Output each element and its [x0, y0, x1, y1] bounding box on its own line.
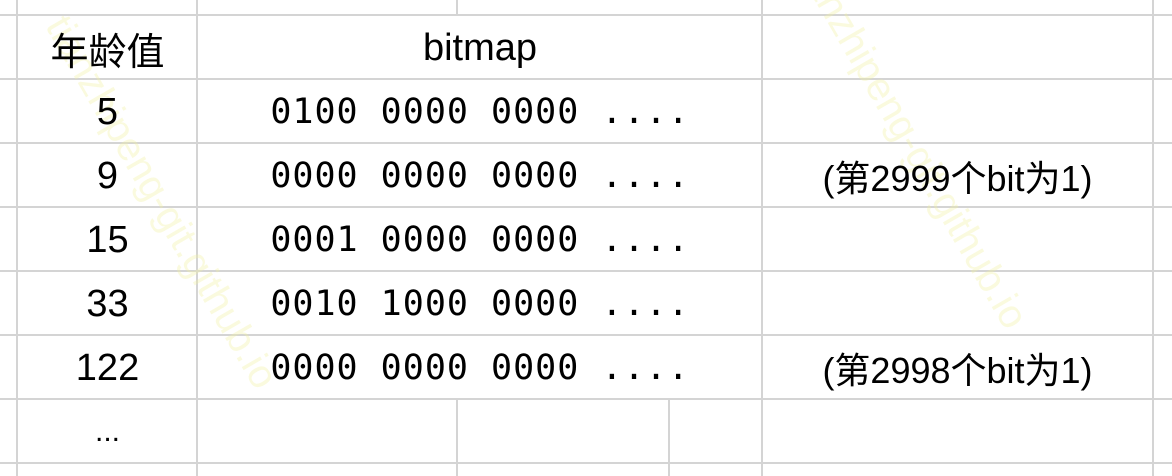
- grid-line: [456, 399, 458, 476]
- grid-line: [0, 334, 1172, 336]
- cell-bitmap[interactable]: 0100 0000 0000 ....: [270, 92, 690, 132]
- cell-bitmap[interactable]: 0000 0000 0000 ....: [270, 348, 690, 388]
- cell-age[interactable]: 15: [86, 218, 129, 261]
- grid-line: [196, 0, 198, 476]
- cell-age[interactable]: ...: [94, 415, 120, 448]
- grid-line: [0, 78, 1172, 80]
- grid-line: [456, 0, 458, 15]
- cell-bitmap[interactable]: 0010 1000 0000 ....: [270, 284, 690, 324]
- grid-line: [0, 14, 1172, 16]
- grid-line: [0, 142, 1172, 144]
- cell-age[interactable]: 9: [96, 154, 119, 197]
- header-age[interactable]: 年龄值: [50, 31, 165, 74]
- cell-age[interactable]: 5: [96, 90, 119, 133]
- cell-age[interactable]: 33: [86, 282, 129, 325]
- grid-line: [761, 0, 763, 476]
- cell-bitmap[interactable]: 0001 0000 0000 ....: [270, 220, 690, 260]
- cell-note[interactable]: (第2999个bit为1): [822, 158, 1093, 199]
- header-bitmap[interactable]: bitmap: [422, 26, 538, 69]
- grid-line: [16, 0, 18, 476]
- grid-line: [1152, 0, 1154, 476]
- cell-note[interactable]: (第2998个bit为1): [822, 350, 1093, 391]
- cell-bitmap[interactable]: 0000 0000 0000 ....: [270, 156, 690, 196]
- grid-line: [0, 206, 1172, 208]
- grid-line: [0, 398, 1172, 400]
- grid-line: [0, 270, 1172, 272]
- grid-line: [668, 399, 670, 476]
- grid-line: [0, 462, 1172, 464]
- cell-age[interactable]: 122: [75, 346, 140, 389]
